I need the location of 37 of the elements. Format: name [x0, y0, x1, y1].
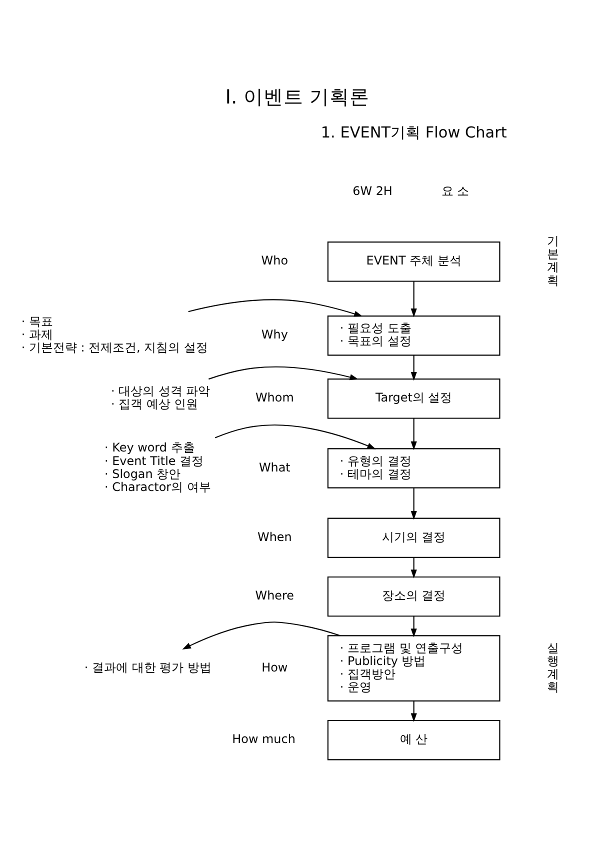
arrow	[410, 418, 417, 450]
arrow	[208, 366, 358, 380]
node-box: Target의 설정	[327, 378, 500, 418]
arrow	[214, 424, 376, 449]
node-box: · 필요성 도출 · 목표의 설정	[327, 314, 500, 356]
arrow	[410, 354, 417, 380]
arrow	[410, 700, 417, 722]
label: How	[262, 660, 288, 674]
arrow	[410, 616, 417, 637]
label: 6W 2H	[352, 184, 392, 198]
arrow	[410, 488, 417, 520]
node-box: 예 산	[327, 719, 500, 760]
node-box: EVENT 주체 분석	[327, 241, 500, 282]
node-text: · Key word 추출 · Event Title 결정 · Slogan 창안 · Charactor의 여부	[104, 440, 211, 494]
node-box: · 유형의 결정 · 테마의 결정	[327, 448, 500, 488]
node-box: 장소의 결정	[327, 576, 500, 616]
label: When	[258, 529, 292, 544]
arrow	[188, 298, 363, 316]
label: Who	[261, 253, 288, 268]
arrow	[410, 281, 417, 317]
label: Where	[255, 588, 294, 602]
arrow	[182, 621, 340, 649]
node-box: · 프로그램 및 연출구성 · Publicity 방법 · 집객방안 · 운영	[327, 634, 500, 701]
node-text: · 결과에 대한 평가 방법	[84, 660, 212, 674]
label: Why	[261, 327, 288, 342]
label: What	[258, 460, 290, 474]
arrow	[410, 556, 417, 578]
label: How much	[232, 732, 296, 746]
node-box: 시기의 결정	[327, 517, 500, 558]
label: 실행계획	[547, 640, 560, 694]
node-text: · 대상의 성격 파악 · 집객 예상 인원	[111, 384, 210, 411]
label: Whom	[255, 390, 294, 404]
label: 1. EVENT기획 Flow Chart	[320, 122, 507, 141]
node-text: · 목표 · 과제 · 기본전략 : 전제조건, 지침의 설정	[21, 314, 208, 354]
label: 기본계획	[547, 234, 560, 287]
label: 요 소	[441, 184, 470, 198]
diagram-title: I. 이벤트 기획론	[225, 84, 370, 108]
